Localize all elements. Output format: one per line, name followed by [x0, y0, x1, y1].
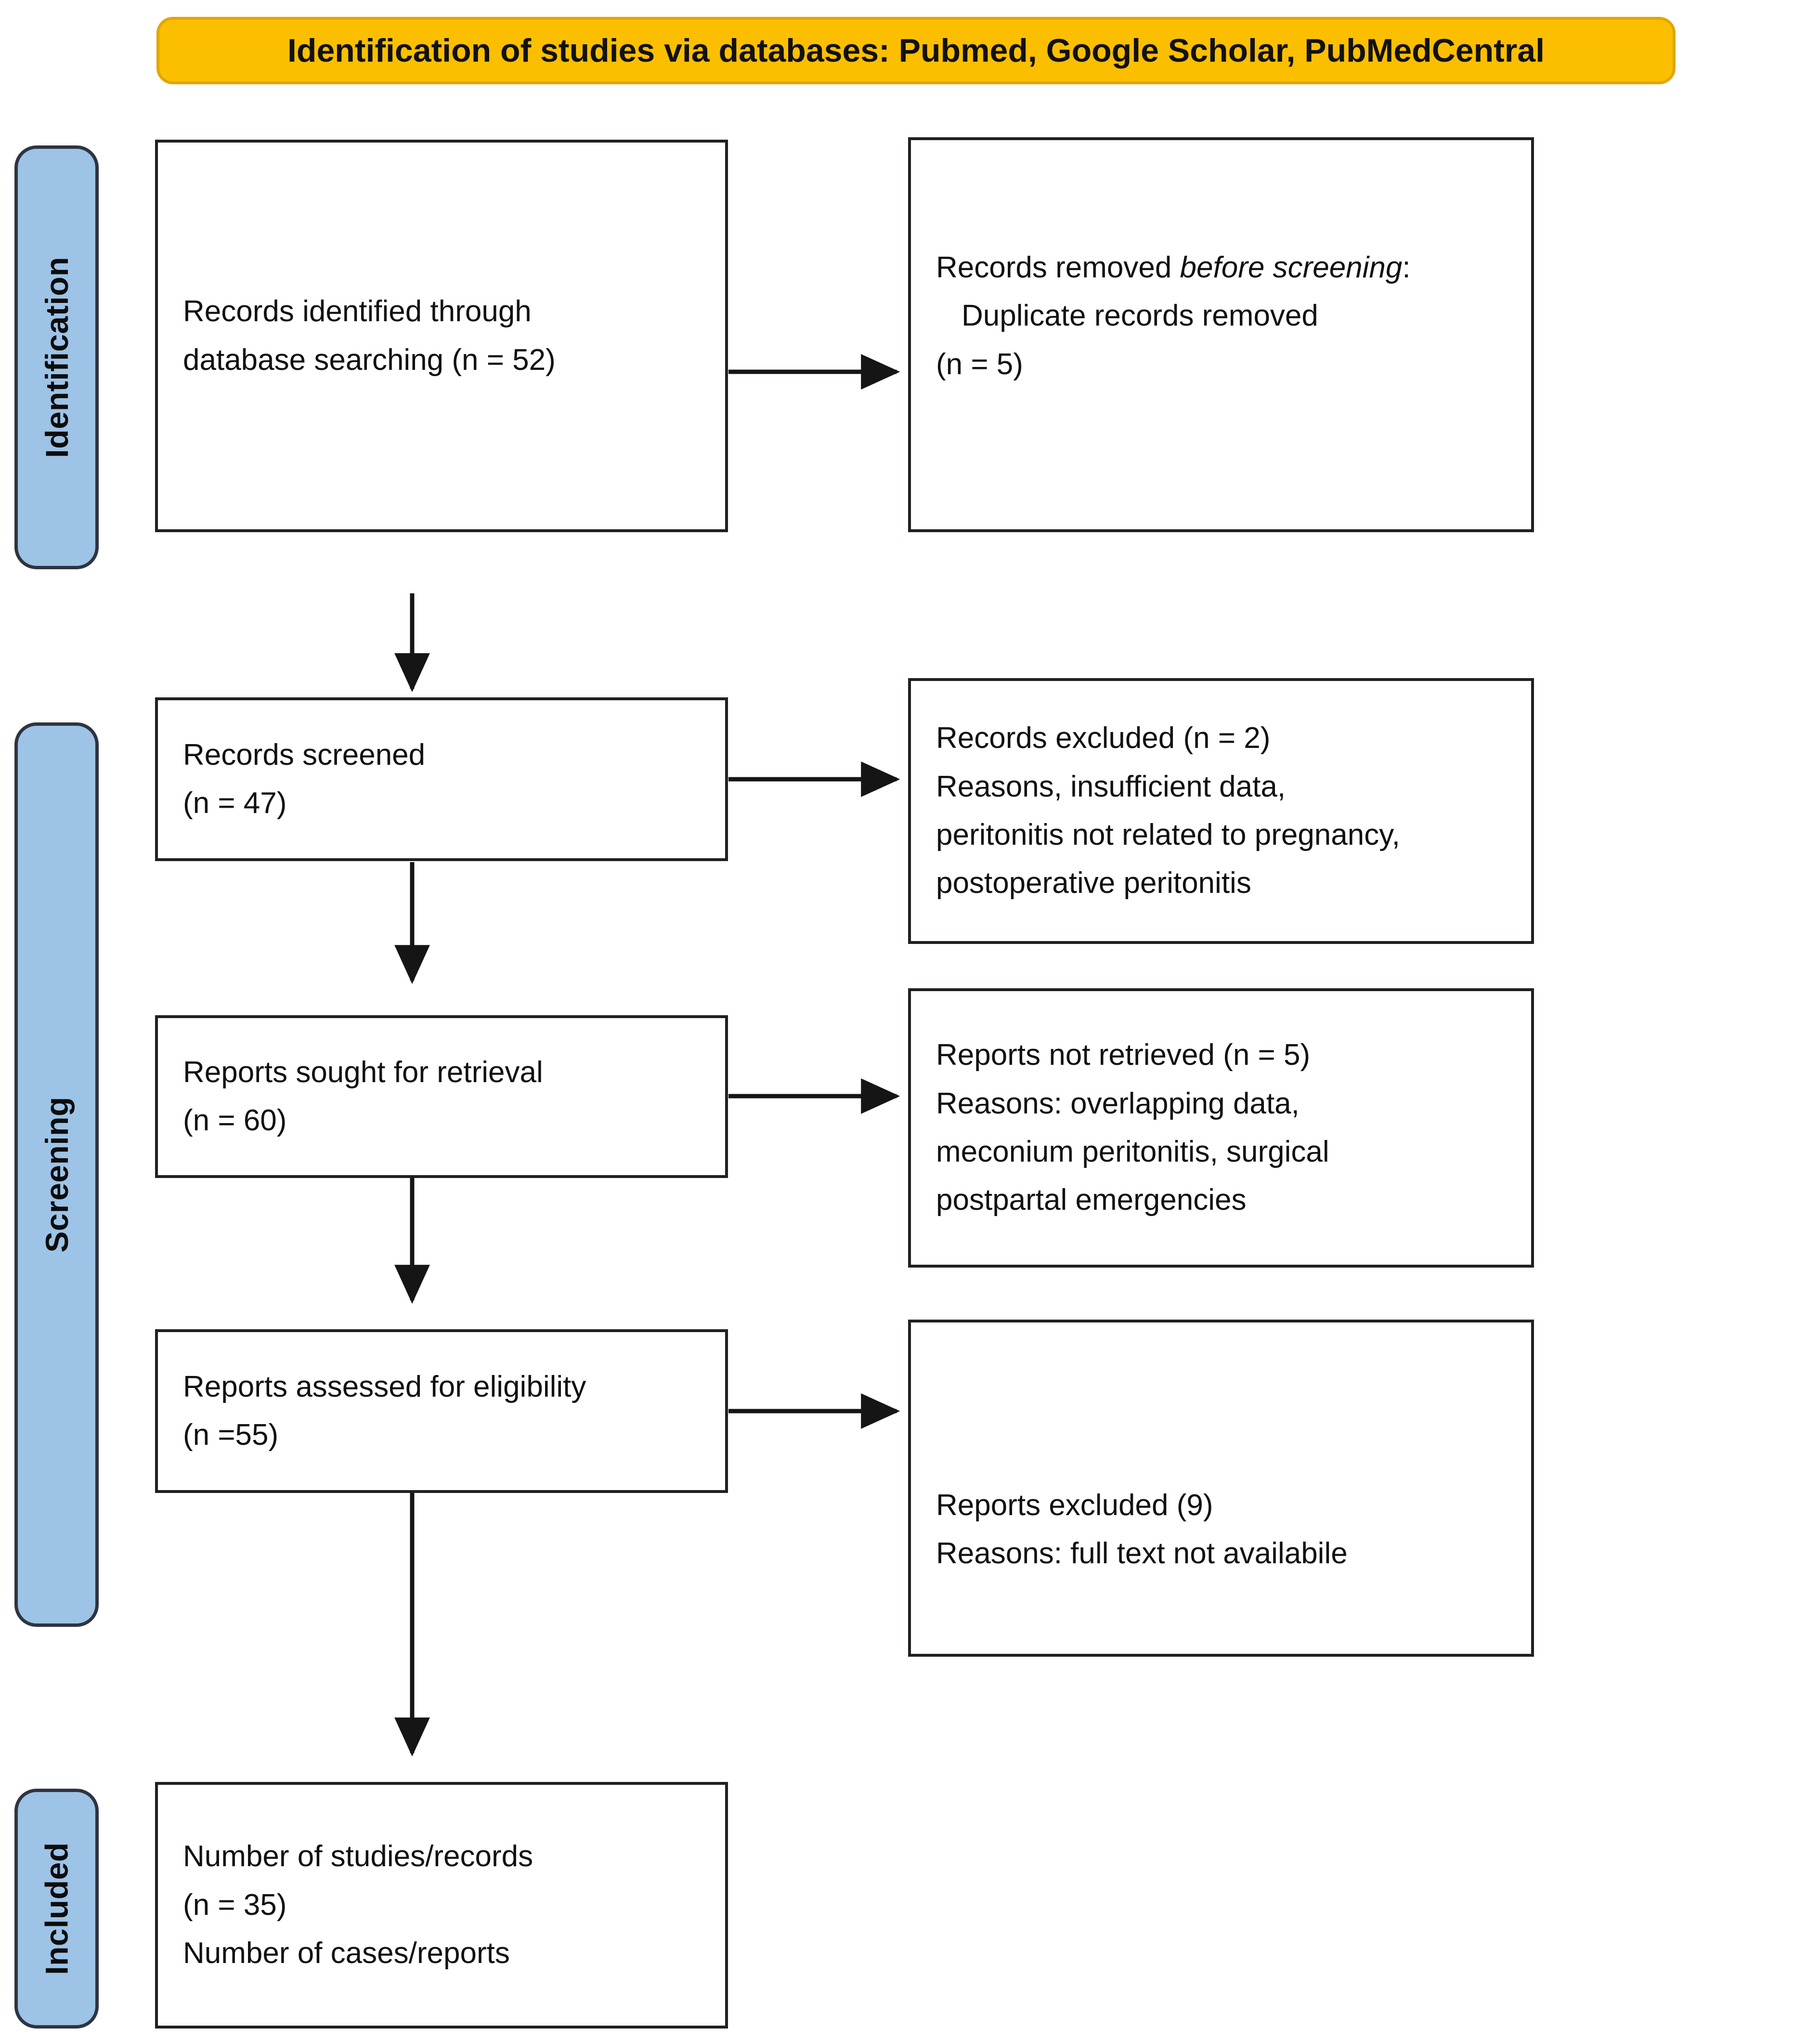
banner-title: Identification of studies via databases:…: [287, 32, 1545, 69]
reports-not-retrieved-line-1: Reports not retrieved (n = 5): [936, 1038, 1311, 1072]
reports-not-retrieved-line-2: Reasons: overlapping data,: [936, 1086, 1300, 1120]
reports-sought-line-1: Reports sought for retrieval: [183, 1055, 543, 1089]
box-included-studies: Number of studies/records (n = 35) Numbe…: [155, 1782, 728, 2029]
reports-sought-line-2: (n = 60): [183, 1104, 287, 1137]
records-identified-line-1: Records identified through: [183, 295, 532, 328]
records-removed-line-1: Records removed before screening:: [911, 244, 1531, 292]
records-removed-suffix: :: [1402, 251, 1411, 284]
box-reports-excluded: Reports excluded (9) Reasons: full text …: [908, 1320, 1534, 1657]
phase-label-screening: Screening: [39, 1097, 75, 1253]
box-reports-assessed: Reports assessed for eligibility (n =55): [155, 1329, 728, 1493]
records-screened-line-2: (n = 47): [183, 786, 287, 820]
records-screened-line-1: Records screened: [183, 738, 426, 772]
included-studies-line-2: (n = 35): [183, 1888, 287, 1922]
records-removed-prefix: Records removed: [936, 251, 1180, 284]
identification-banner: Identification of studies via databases:…: [156, 17, 1676, 84]
reports-excluded-line-1: Reports excluded (9): [936, 1489, 1213, 1522]
box-records-identified: Records identified through database sear…: [155, 140, 728, 532]
reports-not-retrieved-line-3: meconium peritonitis, surgical: [936, 1135, 1329, 1168]
reports-not-retrieved-line-4: postpartal emergencies: [936, 1183, 1247, 1217]
box-reports-sought: Reports sought for retrieval (n = 60): [155, 1015, 728, 1178]
box-records-removed-before-screening: Records removed before screening: Duplic…: [908, 137, 1534, 532]
phase-label-included: Included: [39, 1842, 75, 1975]
reports-excluded-line-2: Reasons: full text not availabile: [936, 1537, 1348, 1571]
records-excluded-line-2: Reasons, insufficient data,: [936, 770, 1286, 803]
phase-band-identification: Identification: [14, 145, 99, 569]
records-removed-line-3: (n = 5): [936, 347, 1023, 381]
box-records-excluded: Records excluded (n = 2) Reasons, insuff…: [908, 678, 1534, 944]
phase-label-identification: Identification: [39, 257, 75, 458]
phase-band-included: Included: [14, 1789, 99, 2029]
records-identified-line-2: database searching (n = 52): [183, 343, 556, 377]
box-records-screened: Records screened (n = 47): [155, 697, 728, 861]
phase-band-screening: Screening: [14, 722, 99, 1627]
included-studies-line-3: Number of cases/reports: [183, 1937, 510, 1970]
box-reports-not-retrieved: Reports not retrieved (n = 5) Reasons: o…: [908, 988, 1534, 1268]
records-excluded-line-4: postoperative peritonitis: [936, 866, 1251, 900]
reports-assessed-line-2: (n =55): [183, 1418, 279, 1452]
included-studies-line-1: Number of studies/records: [183, 1840, 533, 1873]
records-removed-emphasis: before screening: [1180, 251, 1403, 284]
records-excluded-line-1: Records excluded (n = 2): [936, 721, 1271, 755]
reports-assessed-line-1: Reports assessed for eligibility: [183, 1370, 586, 1403]
records-excluded-line-3: peritonitis not related to pregnancy,: [936, 818, 1400, 851]
records-removed-line-2: Duplicate records removed: [962, 299, 1318, 333]
